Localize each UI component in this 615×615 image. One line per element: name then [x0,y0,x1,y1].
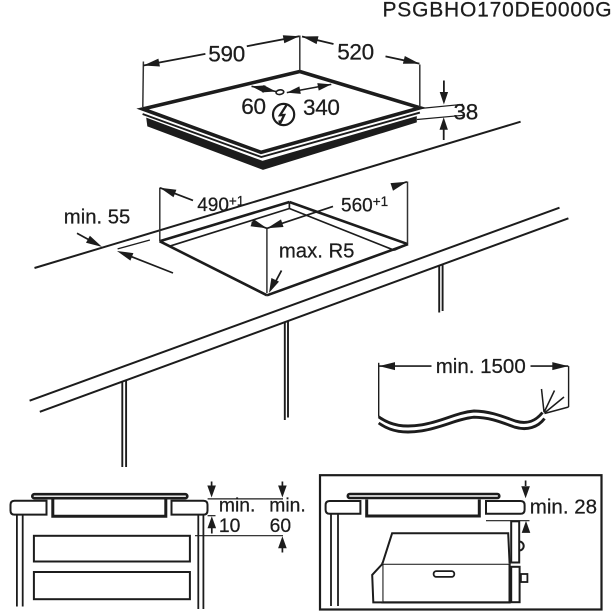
svg-text:590: 590 [208,42,245,67]
svg-text:min.: min. [269,496,305,517]
svg-text:520: 520 [337,39,374,64]
svg-text:min. 28: min. 28 [530,495,597,518]
svg-text:min.: min. [219,496,255,517]
svg-text:60: 60 [241,94,265,119]
svg-text:38: 38 [454,100,478,125]
svg-text:60: 60 [270,516,291,537]
svg-text:min. 55: min. 55 [64,206,131,228]
svg-text:min. 1500: min. 1500 [436,355,526,378]
svg-text:340: 340 [303,95,340,120]
svg-text:max. R5: max. R5 [279,241,355,263]
svg-text:PSGBHO170DE0000G: PSGBHO170DE0000G [383,0,613,22]
svg-text:10: 10 [219,516,240,537]
